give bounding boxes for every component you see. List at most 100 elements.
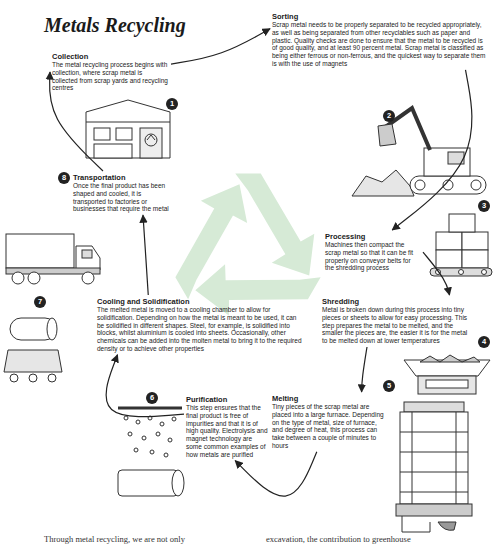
callout-number: 3	[478, 200, 490, 212]
compacted-bales-part	[436, 232, 462, 250]
cooling-rollers-part	[4, 350, 62, 372]
step-block: ShreddingMetal is broken down during thi…	[322, 297, 472, 345]
furnace-part	[400, 432, 468, 433]
footer-text: Through metal recycling, we are not only	[44, 534, 185, 544]
purification-drops-part	[118, 407, 182, 410]
step-block: Cooling and SolidificationThe melted met…	[97, 297, 302, 353]
shredder-part	[420, 355, 480, 362]
transport-truck-part	[6, 234, 74, 268]
cooling-rollers-part	[48, 374, 56, 382]
recycle-symbol-part	[149, 180, 277, 299]
purification-drops-part	[172, 470, 184, 496]
transport-truck-part	[76, 246, 100, 270]
recycling-centre-building-part	[147, 135, 155, 140]
excavator-part	[352, 170, 414, 196]
callout-number: 1	[166, 98, 178, 110]
step-description: Scrap metal needs to be properly separat…	[272, 21, 487, 68]
step-block: CollectionThe metal recycling process be…	[52, 52, 169, 92]
purification-drops	[118, 408, 184, 496]
furnace	[396, 402, 472, 532]
purification-drops-part	[136, 420, 140, 424]
recycling-centre-building-part	[86, 100, 170, 158]
step-block: MeltingTiny pieces of the scrap metal ar…	[272, 394, 384, 450]
footer-text: excavation, the contribution to greenhou…	[266, 534, 411, 544]
compacted-bales-part	[459, 270, 464, 275]
compacted-bales-part	[462, 232, 488, 250]
callout-number: 8	[58, 172, 70, 184]
recycling-centre-building-part	[94, 144, 132, 158]
recycle-symbol-part	[235, 174, 314, 276]
purification-drops-part	[128, 432, 132, 436]
excavator-part	[415, 180, 425, 190]
recycling-centre-building-part	[145, 134, 157, 146]
cycle-arrow	[106, 355, 184, 417]
purification-drops-part	[142, 436, 146, 440]
diagram-title: Metals Recycling	[44, 14, 186, 37]
step-description: The metal recycling process begins with …	[52, 61, 169, 92]
excavator-part	[424, 148, 470, 176]
purification-drops-part	[168, 438, 172, 442]
step-heading: Sorting	[272, 12, 487, 21]
furnace-part	[400, 412, 468, 504]
cycle-arrow	[235, 452, 317, 496]
step-block: PurificationThis step ensures that the f…	[186, 395, 268, 459]
recycling-centre-building-part	[116, 128, 132, 140]
purification-drops-part	[160, 422, 164, 426]
cooling-rollers-part	[10, 318, 56, 340]
purification-drops-part	[164, 453, 168, 457]
furnace-part	[400, 452, 468, 453]
step-description: The melted metal is moved to a cooling c…	[97, 306, 302, 353]
step-description: Metal is broken down during this process…	[322, 306, 472, 345]
purification-drops-part	[118, 470, 178, 496]
purification-drops-part	[156, 432, 160, 436]
transport-truck-part	[28, 272, 40, 284]
step-description: Machines then compact the scrap metal so…	[325, 241, 421, 272]
step-heading: Cooling and Solidification	[97, 297, 302, 306]
cycle-arrow	[423, 252, 450, 295]
step-description: This step ensures that the final product…	[186, 404, 268, 459]
compacted-bales-part	[462, 250, 488, 268]
excavator-part	[410, 176, 486, 194]
recycling-centre-building-part	[140, 128, 162, 158]
step-description: Tiny pieces of the scrap metal are place…	[272, 403, 384, 450]
compacted-bales-part	[482, 270, 487, 275]
callout-number: 4	[478, 336, 490, 348]
cooling-rollers-part	[29, 374, 37, 382]
step-block: TransportationOnce the final product has…	[73, 173, 173, 213]
compacted-bales-part	[449, 214, 475, 232]
cooling-rollers-part	[10, 374, 18, 382]
cycle-arrow	[392, 70, 472, 230]
cooling-rollers	[4, 318, 62, 382]
furnace-part	[400, 472, 468, 473]
recycling-centre-building	[86, 100, 170, 158]
callout-number: 2	[383, 110, 395, 122]
excavator-part	[378, 124, 396, 146]
shredder-part	[418, 376, 476, 394]
step-heading: Processing	[325, 232, 421, 241]
furnace-part	[456, 412, 457, 504]
purification-drops-part	[124, 416, 128, 420]
recycling-centre-building-part	[94, 128, 110, 140]
step-heading: Transportation	[73, 173, 173, 182]
furnace-part	[438, 522, 456, 530]
recycling-centre-building-part	[86, 122, 170, 123]
cycle-arrow	[171, 29, 270, 64]
shredder-part	[426, 380, 468, 388]
cooling-rollers-part	[47, 318, 57, 340]
purification-drops-part	[172, 417, 176, 421]
callout-number: 7	[34, 296, 46, 308]
step-description: Once the final product has been shaped a…	[73, 182, 173, 213]
callout-number: 5	[383, 380, 395, 392]
step-block: SortingScrap metal needs to be properly …	[272, 12, 487, 68]
compacted-bales	[430, 214, 492, 276]
transport-truck-part	[82, 272, 94, 284]
furnace-part	[412, 412, 413, 504]
furnace-part	[400, 492, 468, 493]
purification-drops-part	[134, 448, 138, 452]
furnace-part	[404, 402, 464, 412]
cycle-arrow	[143, 215, 148, 295]
step-heading: Melting	[272, 394, 384, 403]
